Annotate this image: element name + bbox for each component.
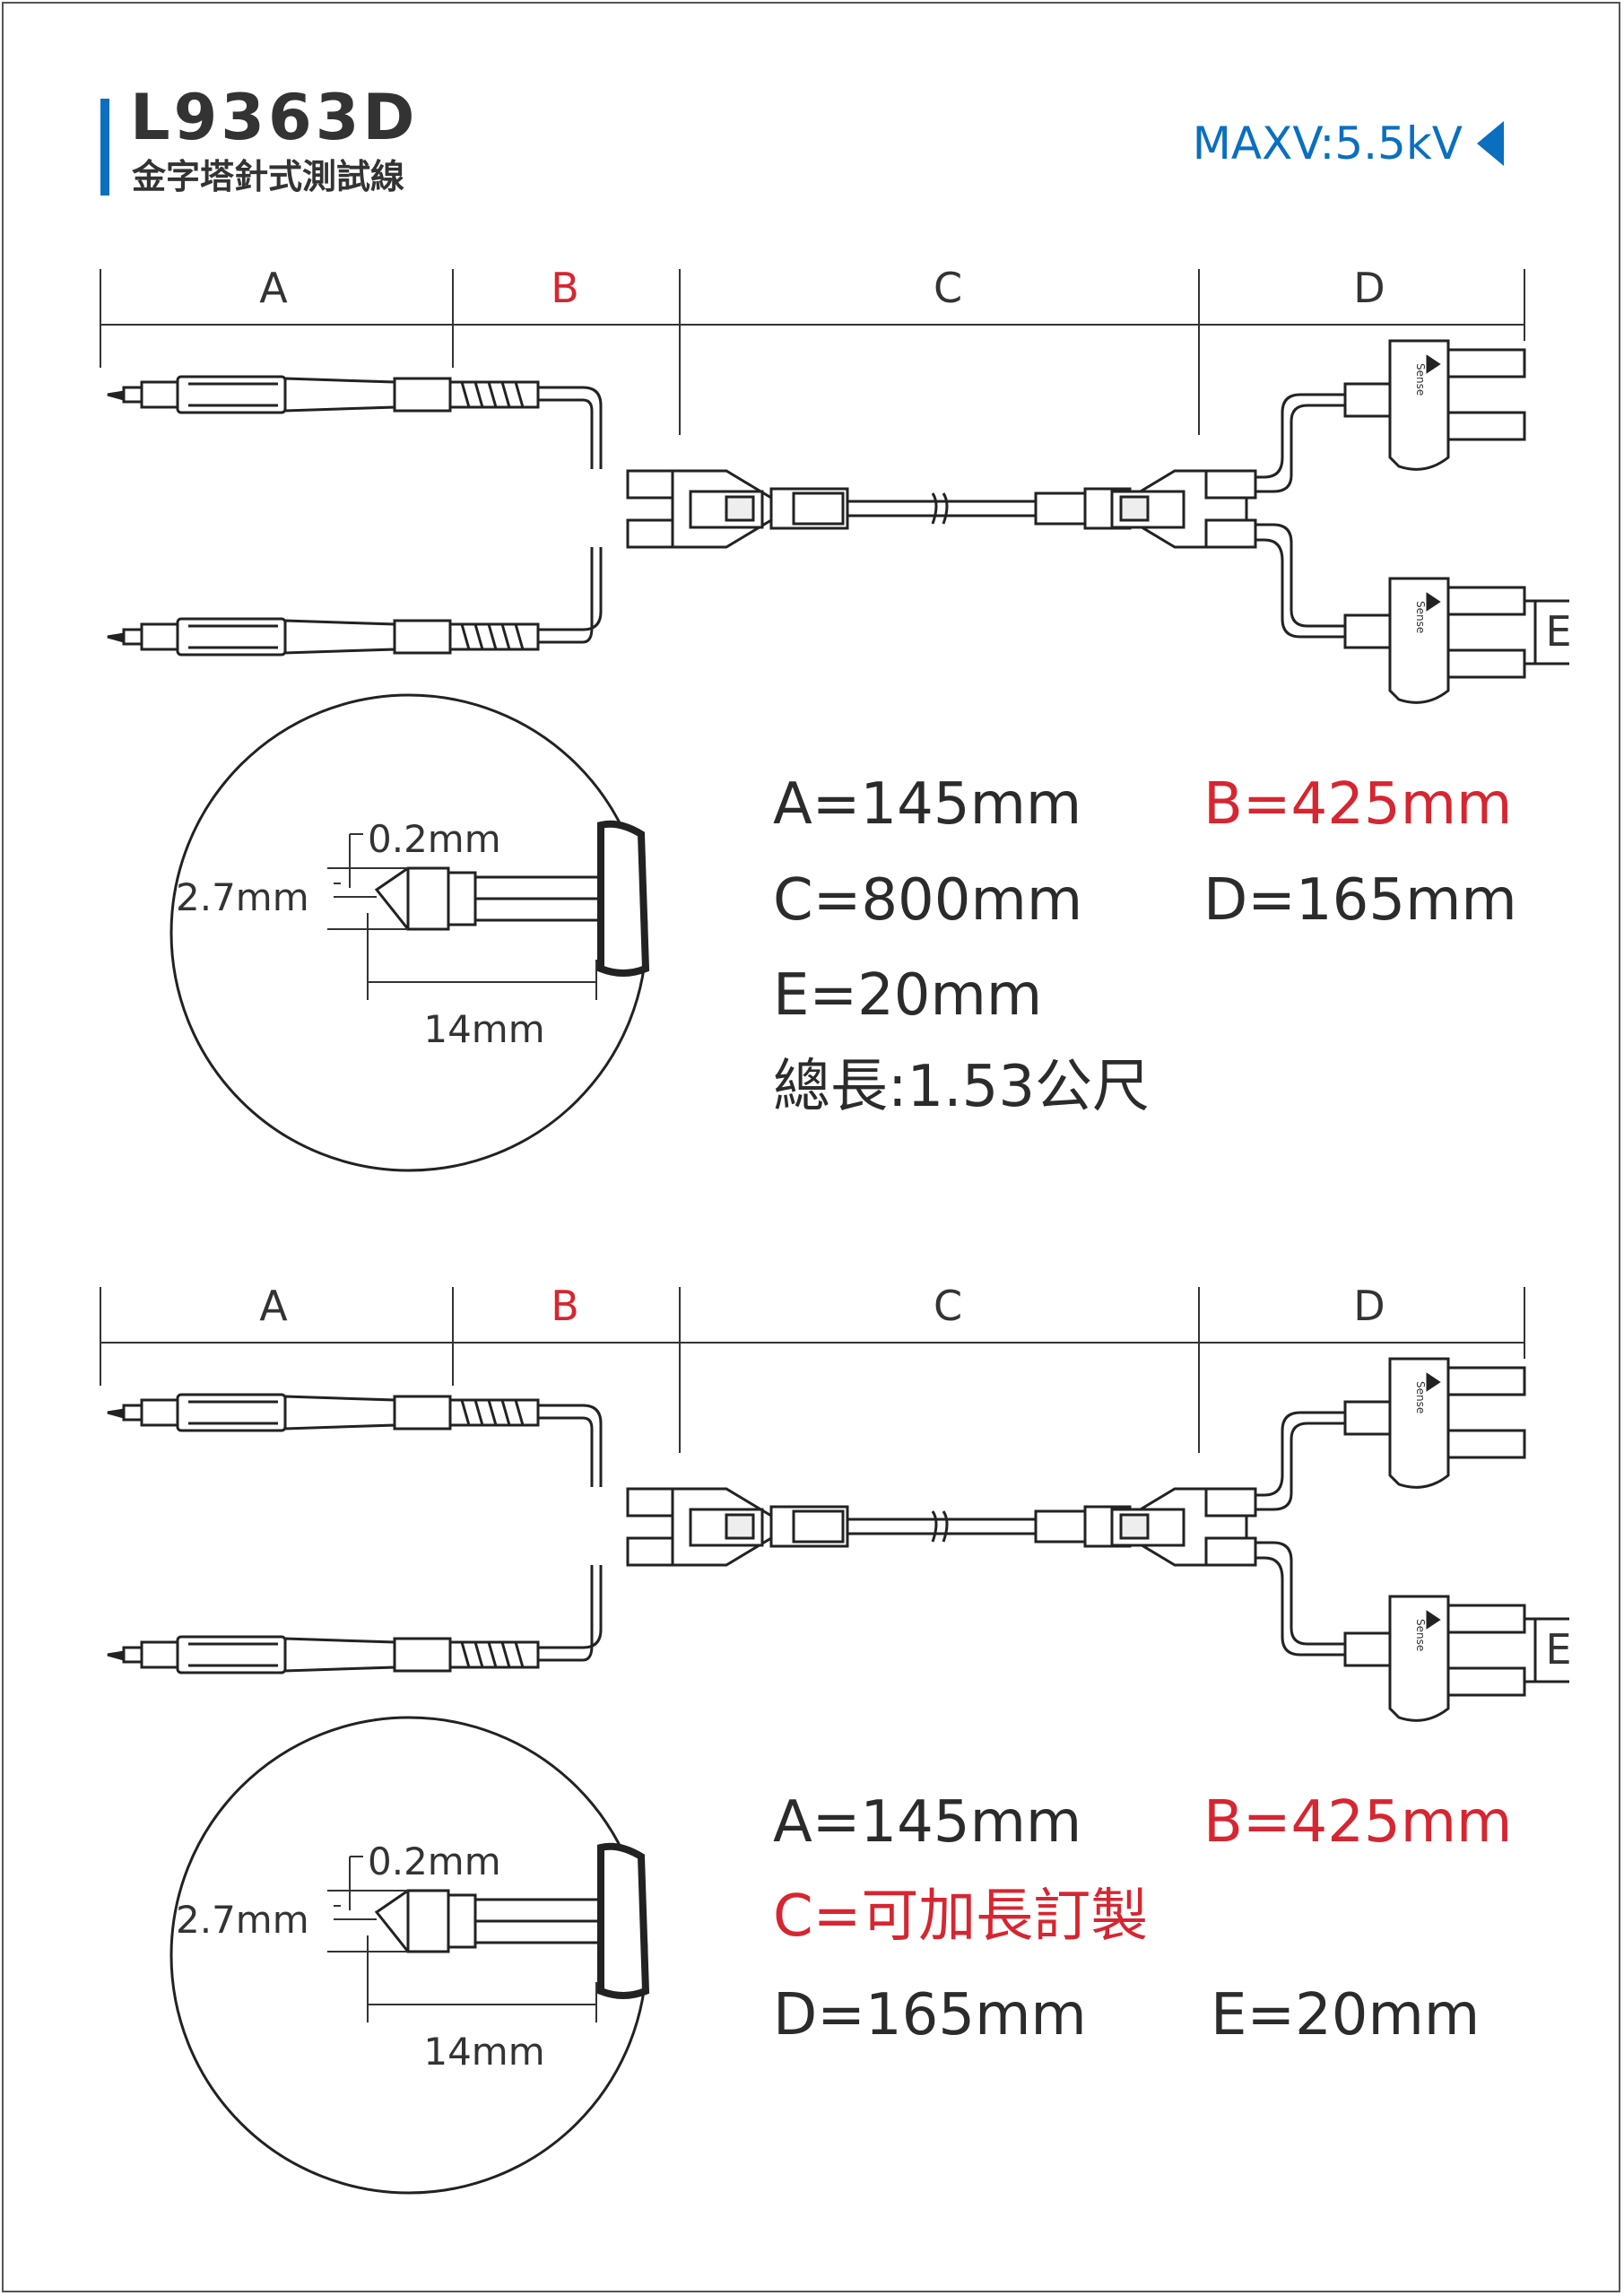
spec1-e: E=20mm (773, 962, 1043, 1029)
dim-label-b: B (551, 1282, 579, 1330)
sense-label-lower: Sense (1414, 1619, 1427, 1651)
tip-drawing (374, 1842, 650, 1999)
spec1-d: D=165mm (1203, 867, 1517, 934)
dim-label-b: B (551, 264, 579, 312)
spec2-b: B=425mm (1203, 1789, 1513, 1856)
detail-dims (327, 1856, 597, 2022)
spec2-d: D=165mm (773, 1982, 1087, 2048)
model-number: L9363D (130, 81, 419, 154)
probe-lower (107, 1565, 603, 1674)
dimension-lines (100, 1287, 1525, 1453)
middle-cable (847, 492, 1036, 525)
detail-circle (169, 1716, 648, 2195)
splitter-left (626, 1487, 849, 1567)
detail-tip-label: 0.2mm (368, 817, 501, 861)
max-voltage-label: MAXV:5.5kV (1192, 117, 1463, 170)
spec2-e: E=20mm (1211, 1982, 1481, 2048)
triangle-left-icon (1477, 121, 1504, 166)
cable-outline (107, 339, 1569, 704)
banana-plug-lower (1343, 577, 1526, 704)
dim-label-d: D (1353, 1282, 1385, 1330)
tip-detail-1: 0.2mm 2.7mm 14mm (169, 693, 650, 1172)
detail-dims (327, 833, 597, 1000)
sense-label-lower: Sense (1414, 601, 1427, 633)
splitter-right (1034, 1487, 1257, 1567)
sense-label-upper: Sense (1414, 363, 1427, 396)
detail-diameter-label: 2.7mm (176, 875, 309, 919)
cable-outline (107, 1357, 1569, 1722)
probe-upper (107, 375, 603, 469)
detail-diameter-label: 2.7mm (176, 1898, 309, 1942)
detail-circle (169, 693, 648, 1172)
cable-drawing: A B C D (100, 1282, 1572, 1722)
title-accent-bar (100, 99, 109, 196)
banana-plug-upper (1343, 339, 1526, 471)
spec2-c: C=可加長訂製 (773, 1883, 1149, 1950)
dim-label-e: E (1545, 607, 1571, 656)
dimension-lines (100, 269, 1525, 435)
cable-diagram-1: A B C D (100, 264, 1572, 704)
spec1-c: C=800mm (773, 867, 1083, 934)
spec1-a: A=145mm (773, 771, 1082, 838)
spec1-total: 總長:1.53公尺 (773, 1054, 1151, 1120)
spec2-a: A=145mm (773, 1789, 1082, 1856)
dim-label-c: C (934, 264, 962, 312)
dim-label-c: C (934, 1282, 962, 1330)
splitter-right (1034, 469, 1257, 549)
dim-label-e: E (1545, 1625, 1571, 1674)
detail-length-label: 14mm (423, 2030, 544, 2074)
middle-cable (847, 1510, 1036, 1543)
dim-e-bracket (1524, 599, 1569, 665)
product-subtitle: 金字塔針式測試線 (132, 157, 405, 196)
cable-diagram-2: A B C D (100, 1282, 1572, 1722)
detail-tip-label: 0.2mm (368, 1839, 501, 1883)
dim-e-bracket (1524, 1617, 1569, 1683)
banana-plug-lower (1343, 1595, 1526, 1722)
probe-lower (107, 547, 603, 657)
max-voltage: MAXV:5.5kV (1193, 121, 1504, 166)
sense-label-upper: Sense (1414, 1381, 1427, 1413)
cable-drawing: A B C D (100, 264, 1572, 704)
detail-length-label: 14mm (423, 1007, 544, 1051)
tip-detail-2: 0.2mm 2.7mm 14mm (169, 1716, 650, 2195)
splitter-left (626, 469, 849, 549)
dim-label-d: D (1353, 264, 1385, 312)
tip-drawing (374, 820, 650, 977)
spec1-b: B=425mm (1203, 771, 1513, 838)
dim-label-a: A (259, 264, 288, 312)
banana-plug-upper (1343, 1357, 1526, 1489)
probe-upper (107, 1393, 603, 1487)
dim-label-a: A (259, 1282, 288, 1330)
